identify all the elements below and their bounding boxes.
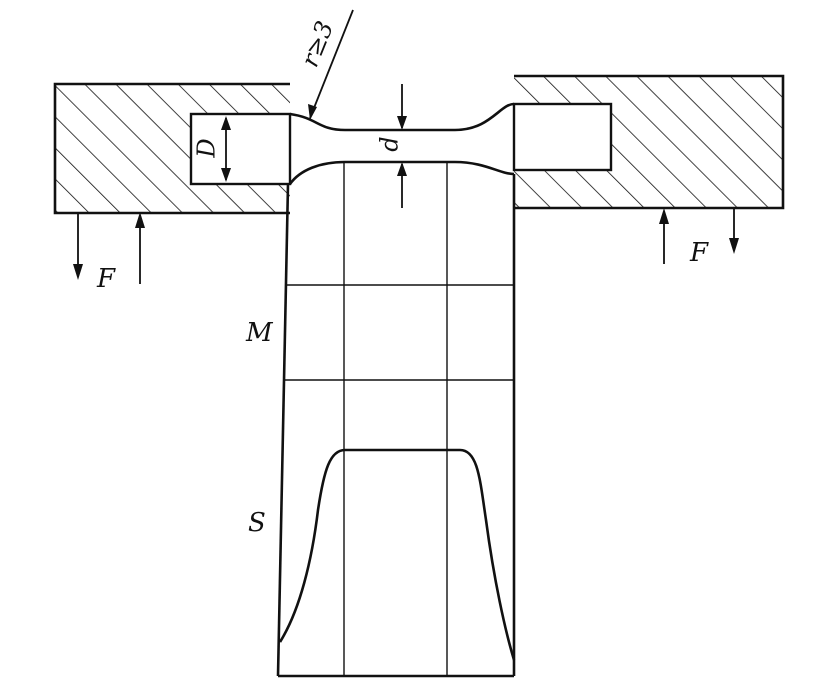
force-label-left: F	[97, 264, 116, 294]
specimen-neck	[288, 102, 515, 185]
right-socket	[512, 102, 613, 172]
socket-diameter-label: D	[192, 138, 221, 158]
moment-diagram-label: M	[246, 318, 273, 348]
left-force-arrows	[73, 212, 145, 284]
moment-shear-frame	[276, 162, 516, 678]
left-grip-block	[53, 82, 292, 215]
right-grip-block	[512, 74, 785, 210]
neck-diameter-dimension	[397, 84, 407, 208]
specimen-top-profile	[289, 102, 515, 132]
left-grip-outline	[53, 82, 290, 215]
shear-curve	[278, 448, 516, 661]
specimen-bottom-profile	[288, 160, 515, 185]
shear-diagram-label: S	[248, 508, 266, 538]
neck-diameter-label: d	[375, 136, 404, 152]
radius-leader	[308, 9, 354, 120]
socket-diameter-dimension	[221, 116, 231, 182]
right-force-arrows	[659, 208, 739, 264]
left-socket	[189, 112, 292, 186]
force-label-right: F	[690, 238, 709, 268]
right-grip-outline	[514, 74, 785, 210]
